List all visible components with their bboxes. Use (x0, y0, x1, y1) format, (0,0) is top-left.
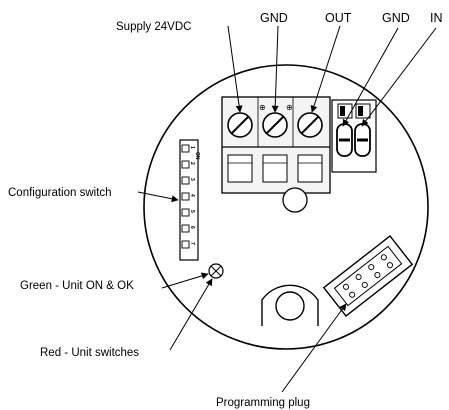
wire-entry (262, 154, 288, 183)
mounting-hole (275, 291, 305, 321)
in-leader (361, 27, 437, 127)
dip-switch-toggle (181, 224, 190, 233)
dip-switch-toggle (181, 176, 190, 185)
gnd-leader (271, 25, 279, 113)
label-supply: Supply 24VDC (116, 21, 191, 33)
label-gnd-right: GND (382, 11, 410, 25)
dip-switch-number: 1 (189, 146, 195, 149)
programming-plug-connector (322, 234, 414, 318)
label-gnd-top: GND (260, 11, 288, 25)
supply-leader (227, 25, 243, 113)
dip-switch-number: 4 (189, 194, 195, 197)
terminal-screw-supply (227, 112, 253, 138)
label-red-led: Red - Unit switches (40, 347, 139, 359)
terminal-block: ⊕ ⊕ (221, 96, 331, 194)
mounting-boss (261, 284, 319, 326)
terminal-screw-out (297, 112, 323, 138)
label-out: OUT (325, 11, 352, 25)
label-in: IN (430, 11, 443, 25)
config-switch-leader (137, 191, 179, 203)
dip-switch-toggle (181, 192, 190, 201)
dip-switch-number: 7 (189, 242, 195, 245)
dip-switch-number: 5 (189, 210, 195, 213)
dip-switch-toggle (181, 160, 190, 169)
gnd-right-leader (342, 27, 399, 127)
label-programming-plug: Programming plug (216, 397, 310, 409)
out-leader (310, 25, 341, 113)
red-led-leader (169, 278, 213, 351)
spring-terminal-window (358, 106, 363, 116)
dip-switch-toggle (181, 208, 190, 217)
wire-entry (297, 154, 323, 183)
wire-entry (227, 154, 253, 183)
dip-switch-on-label: ON (194, 152, 200, 160)
dip-switch-toggle (181, 240, 190, 249)
spring-terminal-window (340, 106, 345, 116)
configuration-switch: ON 1 2 3 4 5 6 7 (179, 139, 200, 261)
terminal-screw-gnd (262, 112, 288, 138)
label-green-led: Green - Unit ON & OK (20, 280, 134, 292)
dip-switch-toggle (181, 144, 190, 153)
status-led (208, 263, 224, 279)
dip-switch-number: 6 (189, 226, 195, 229)
terminal-marker: ⊕ (259, 103, 266, 112)
terminal-marker: ⊕ (286, 103, 293, 112)
dip-switch-number: 2 (189, 162, 195, 165)
dip-switch-number: 3 (189, 178, 195, 181)
adjustment-hole (282, 187, 308, 213)
spring-terminal (331, 99, 377, 173)
green-led-leader (161, 272, 209, 289)
label-config-switch: Configuration switch (8, 187, 112, 199)
programming-plug-leader (281, 303, 347, 393)
